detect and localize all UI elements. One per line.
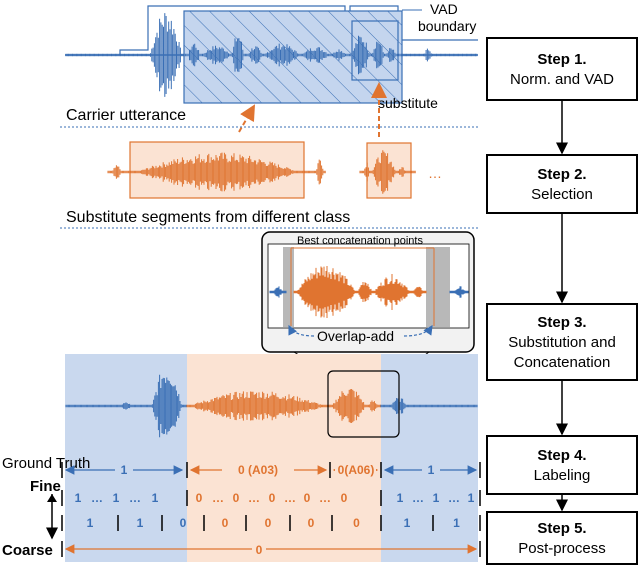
result-waveform-blue-right (380, 397, 478, 415)
step-3-title: Step 3. (537, 314, 586, 331)
step-1-title: Step 1. (537, 51, 586, 68)
zoom-waveform-orange (293, 266, 427, 318)
result-waveform-orange-1 (186, 391, 331, 421)
fine-row-1-value: 1 (152, 491, 159, 505)
step-4-title: Step 4. (537, 447, 586, 464)
fine-row-1-value: … (129, 491, 141, 505)
fine-row-1-value: 1 (113, 491, 120, 505)
step-5-description: Post-process (518, 540, 606, 557)
step-1-description: Norm. and VAD (510, 71, 614, 88)
zoom-waveform-blue-right (449, 286, 469, 298)
fine-label-row-2: 1 1 0 0 0 0 0 1 1 (61, 515, 481, 531)
substitute-waveform-trace-2 (359, 150, 416, 194)
zoom-waveform-blue-left (269, 286, 287, 298)
fine-row-2-value: 0 (222, 516, 229, 530)
step-1-box: Step 1. Norm. and VAD (486, 37, 638, 101)
step-2-description: Selection (531, 186, 593, 203)
step-2-title: Step 2. (537, 166, 586, 183)
fine-row-1-value: 0 (304, 491, 311, 505)
vad-boundary-label-2: boundary (418, 18, 476, 34)
best-concatenation-points-label: Best concatenation points (297, 235, 423, 247)
fine-coarse-axis-top-arrow (47, 494, 57, 502)
ground-truth-row: 1 0 (A03) 0(A06) 1 (61, 462, 481, 478)
substitute-waveforms (107, 150, 416, 194)
result-waveform-blue-left (65, 374, 187, 438)
fine-label-row-1: 1 … 1 … 1 0 … 0 … 0 … 0 … 0 1 … 1 … 1 (61, 490, 481, 506)
step-2-box: Step 2. Selection (486, 154, 638, 214)
fine-row-1-value: … (448, 491, 460, 505)
fine-row-1-value: 1 (468, 491, 475, 505)
fine-row-1-value: … (412, 491, 424, 505)
orange-region (187, 354, 381, 562)
gray-concat-bar-right (426, 247, 450, 327)
coarse-value: 0 (256, 543, 263, 557)
step-3-description: Substitution and (508, 334, 616, 351)
carrier-waveform-trace (65, 13, 478, 97)
fine-row-1-value: 1 (397, 491, 404, 505)
step-5-title: Step 5. (537, 520, 586, 537)
substitute-segments-label: Substitute segments from different class (66, 209, 350, 226)
fine-label: Fine (30, 478, 61, 495)
concatenation-zoom-box: Best concatenation points Overlap-add (261, 231, 475, 375)
fine-row-2-value: 0 (353, 516, 360, 530)
substitute-segments-section: … Substitute segments from different cla… (60, 141, 480, 229)
fine-row-1-value: 0 (341, 491, 348, 505)
fine-row-1-value: 0 (233, 491, 240, 505)
fine-row-2-value: 0 (265, 516, 272, 530)
coarse-label: Coarse (2, 542, 53, 559)
fine-row-1-value: 1 (75, 491, 82, 505)
blue-region-right (381, 354, 478, 562)
fine-row-2-value: 0 (180, 516, 187, 530)
substitute-arrow-1 (238, 104, 255, 133)
zoom-waveform (269, 266, 469, 318)
gt-label-3: 0(A06) (338, 463, 375, 477)
carrier-waveform (65, 13, 478, 97)
fine-row-1-value: … (91, 491, 103, 505)
result-waveform (65, 374, 478, 438)
overlap-add-label: Overlap-add (317, 328, 394, 344)
fine-row-1-value: … (284, 491, 296, 505)
fine-row-1-value: … (212, 491, 224, 505)
fine-row-2-value: 0 (308, 516, 315, 530)
substitute-waveform-trace-1 (107, 152, 326, 192)
carrier-section: VAD boundary Carrier utterance substitut… (60, 1, 480, 128)
fine-row-2-value: 1 (453, 516, 460, 530)
zoom-highlight-box (327, 370, 400, 438)
fine-row-1-value: 0 (196, 491, 203, 505)
step-4-box: Step 4. Labeling (486, 435, 638, 495)
ellipsis-label: … (428, 165, 442, 181)
step-5-box: Step 5. Post-process (486, 511, 638, 565)
coarse-row: 0 (61, 541, 481, 557)
fine-row-2-value: 1 (137, 516, 144, 530)
substitute-label: substitute (378, 95, 438, 111)
fine-row-1-value: 1 (433, 491, 440, 505)
result-waveform-orange-2 (329, 389, 381, 423)
fine-row-2-value: 1 (404, 516, 411, 530)
gt-label-4: 1 (428, 463, 435, 477)
fine-row-1-value: 0 (269, 491, 276, 505)
gt-label-2: 0 (A03) (238, 463, 278, 477)
carrier-utterance-label: Carrier utterance (66, 107, 186, 124)
gray-concat-bar-left (283, 247, 294, 327)
overlap-add-curve-left (288, 324, 315, 337)
step-3-description: Concatenation (514, 354, 611, 371)
result-section: Ground Truth 1 0 (A03) 0(A06) 1 Fine Coa… (2, 354, 481, 562)
fine-row-1-value: … (248, 491, 260, 505)
vad-boundary-label-1: VAD (430, 1, 458, 17)
step-4-description: Labeling (534, 467, 591, 484)
gt-label-1: 1 (121, 463, 128, 477)
fine-row-2-value: 1 (87, 516, 94, 530)
fine-row-1-value: … (319, 491, 331, 505)
